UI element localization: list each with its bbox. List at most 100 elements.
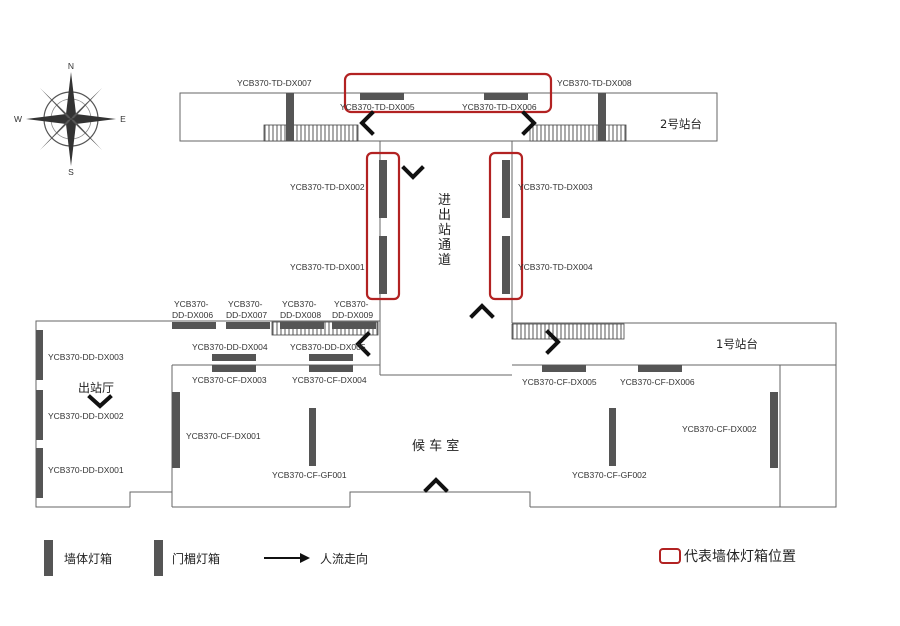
device-labels: YCB370-TD-DX007 YCB370-TD-DX008 YCB370-T… bbox=[48, 78, 757, 480]
wall-box-dd003 bbox=[36, 330, 43, 380]
wall-box-gf001 bbox=[309, 408, 316, 466]
legend-highlight-label: 代表墙体灯箱位置 bbox=[684, 549, 796, 565]
stairs-right bbox=[529, 124, 627, 142]
label-dd003: YCB370-DD-DX003 bbox=[48, 352, 124, 362]
passage-char-1: 进 bbox=[438, 193, 451, 208]
door-box-dd007 bbox=[226, 322, 270, 329]
wall-box-td004 bbox=[502, 236, 510, 294]
label-dd004: YCB370-DD-DX004 bbox=[192, 342, 268, 352]
exit-hall-label: 出站厅 bbox=[78, 381, 114, 395]
label-td008: YCB370-TD-DX008 bbox=[557, 78, 632, 88]
platform-2-outline bbox=[179, 92, 718, 142]
label-td003: YCB370-TD-DX003 bbox=[518, 182, 593, 192]
label-gf002: YCB370-CF-GF002 bbox=[572, 470, 647, 480]
highlight-left bbox=[365, 151, 401, 301]
label-dd002: YCB370-DD-DX002 bbox=[48, 411, 124, 421]
label-dd007-b: DD-DX007 bbox=[226, 310, 267, 320]
arrow-left-top bbox=[359, 110, 375, 136]
platform-1-outline bbox=[512, 322, 837, 508]
compass-s: S bbox=[68, 167, 74, 177]
label-dd005: YCB370-DD-DX005 bbox=[290, 342, 366, 352]
highlight-right bbox=[488, 151, 524, 301]
legend-flow-arrow-icon bbox=[264, 553, 310, 563]
door-box-dd006 bbox=[172, 322, 216, 329]
wall-box-td003 bbox=[502, 160, 510, 218]
door-box-td005 bbox=[360, 93, 404, 100]
wall-box-td007 bbox=[286, 93, 294, 141]
label-cf003: YCB370-CF-DX003 bbox=[192, 375, 267, 385]
flow-arrows bbox=[87, 110, 561, 493]
wall-box-cf001 bbox=[172, 392, 180, 468]
wall-box-td001 bbox=[379, 236, 387, 294]
passage-char-5: 道 bbox=[438, 253, 451, 268]
label-td005: YCB370-TD-DX005 bbox=[340, 102, 415, 112]
passage-char-4: 通 bbox=[438, 238, 451, 253]
label-td004: YCB370-TD-DX004 bbox=[518, 262, 593, 272]
label-dd006-b: DD-DX006 bbox=[172, 310, 213, 320]
arrow-up-passage bbox=[469, 303, 495, 319]
label-dd006-a: YCB370- bbox=[174, 299, 209, 309]
arrow-down-passage bbox=[401, 165, 425, 180]
label-gf001: YCB370-CF-GF001 bbox=[272, 470, 347, 480]
legend: 墙体灯箱 门楣灯箱 人流走向 代表墙体灯箱位置 bbox=[44, 540, 796, 576]
door-box-cf005 bbox=[542, 365, 586, 372]
passage-char-2: 出 bbox=[438, 208, 451, 223]
legend-door-box-label: 门楣灯箱 bbox=[172, 551, 220, 566]
label-dd001: YCB370-DD-DX001 bbox=[48, 465, 124, 475]
arrow-left-corridor bbox=[355, 331, 371, 357]
compass-n: N bbox=[68, 61, 74, 71]
stairs-platform-1 bbox=[511, 323, 625, 340]
label-cf006: YCB370-CF-DX006 bbox=[620, 377, 695, 387]
compass-rose-icon: N S W E bbox=[14, 61, 126, 177]
platform-1-label: 1号站台 bbox=[716, 337, 758, 351]
arrow-right-top bbox=[521, 110, 537, 136]
door-lightbox-group bbox=[172, 93, 682, 372]
compass-e: E bbox=[120, 114, 126, 124]
label-dd009-a: YCB370- bbox=[334, 299, 369, 309]
label-td006: YCB370-TD-DX006 bbox=[462, 102, 537, 112]
waiting-room-label: 候 车 室 bbox=[412, 438, 459, 454]
wall-lightbox-group bbox=[36, 93, 778, 498]
legend-highlight-icon bbox=[659, 548, 681, 564]
wall-box-td002 bbox=[379, 160, 387, 218]
legend-door-box-icon bbox=[154, 540, 163, 576]
platform-2-label: 2号站台 bbox=[660, 117, 702, 131]
arrow-down-exit bbox=[87, 394, 113, 409]
label-cf001: YCB370-CF-DX001 bbox=[186, 431, 261, 441]
label-dd007-a: YCB370- bbox=[228, 299, 263, 309]
label-dd009-b: DD-DX009 bbox=[332, 310, 373, 320]
label-cf005: YCB370-CF-DX005 bbox=[522, 377, 597, 387]
stairs-left bbox=[263, 124, 359, 142]
compass-w: W bbox=[14, 114, 22, 124]
door-box-cf003 bbox=[212, 365, 256, 372]
wall-box-cf002 bbox=[770, 392, 778, 468]
legend-wall-box-label: 墙体灯箱 bbox=[64, 551, 112, 566]
highlight-boxes bbox=[343, 72, 553, 301]
door-box-dd009 bbox=[332, 322, 376, 329]
arrow-up-waiting bbox=[423, 477, 449, 493]
area-labels: 2号站台 1号站台 出站厅 候 车 室 进 出 站 通 道 bbox=[78, 117, 758, 454]
passage-char-3: 站 bbox=[438, 223, 451, 238]
label-dd008-b: DD-DX008 bbox=[280, 310, 321, 320]
door-box-dd004 bbox=[212, 354, 256, 361]
door-box-dd008 bbox=[280, 322, 324, 329]
waiting-room-outline bbox=[129, 491, 780, 508]
wall-box-dd002 bbox=[36, 390, 43, 440]
door-box-dd005 bbox=[309, 354, 353, 361]
label-td002: YCB370-TD-DX002 bbox=[290, 182, 365, 192]
label-cf002: YCB370-CF-DX002 bbox=[682, 424, 757, 434]
door-box-cf004 bbox=[309, 365, 353, 372]
wall-box-dd001 bbox=[36, 448, 43, 498]
wall-box-td008 bbox=[598, 93, 606, 141]
wall-box-gf002 bbox=[609, 408, 616, 466]
door-box-td006 bbox=[484, 93, 528, 100]
label-cf004: YCB370-CF-DX004 bbox=[292, 375, 367, 385]
label-td007: YCB370-TD-DX007 bbox=[237, 78, 312, 88]
label-td001: YCB370-TD-DX001 bbox=[290, 262, 365, 272]
label-dd008-a: YCB370- bbox=[282, 299, 317, 309]
door-box-cf006 bbox=[638, 365, 682, 372]
legend-flow-label: 人流走向 bbox=[320, 551, 368, 566]
highlight-top bbox=[343, 72, 553, 114]
legend-wall-box-icon bbox=[44, 540, 53, 576]
